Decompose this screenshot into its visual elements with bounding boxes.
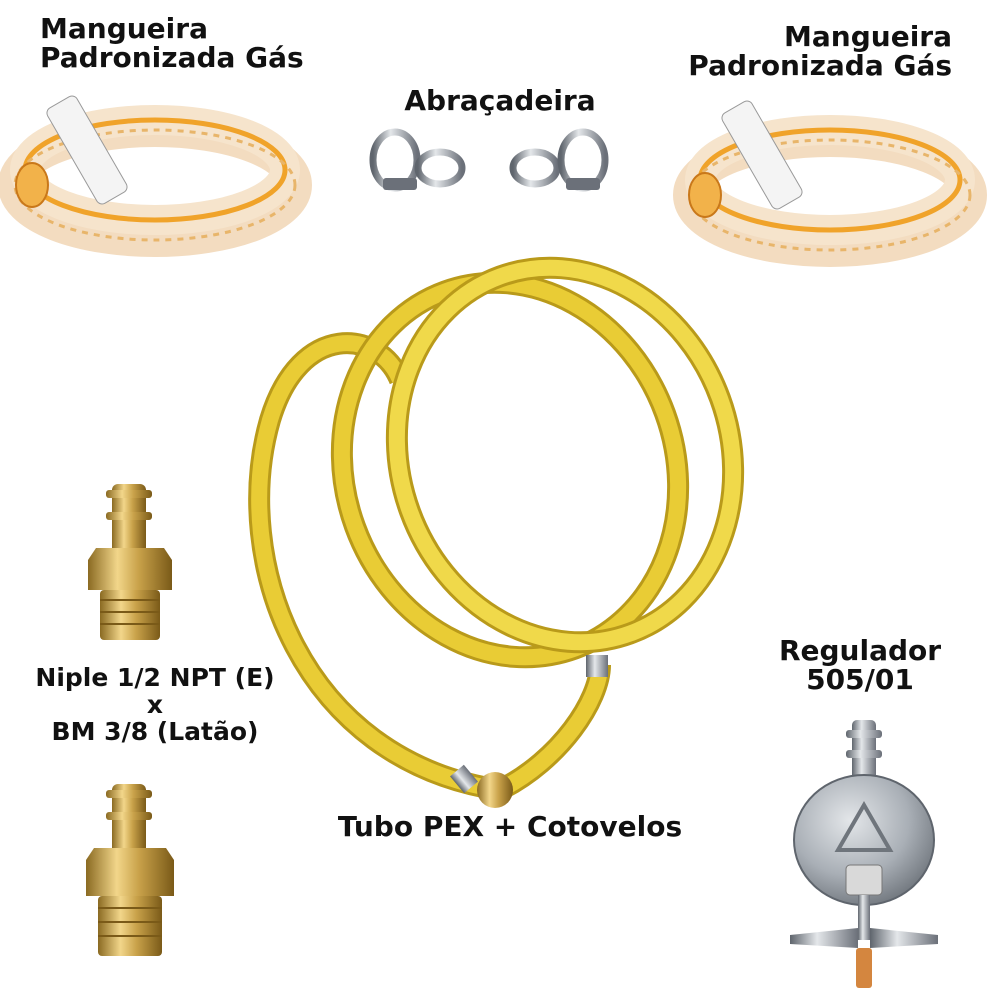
hose-left-label-line1: Mangueira [40, 12, 208, 45]
hose-right-label-line1: Mangueira [784, 20, 952, 53]
regulator-label-line1: Regulador [778, 634, 942, 667]
hose-left-label-line2: Padronizada Gás [40, 41, 304, 75]
hose-right-label-line2: Padronizada Gás [688, 49, 952, 83]
hose-left-label: Mangueira Padronizada Gás [40, 14, 304, 73]
hose-right-label: Mangueira Padronizada Gás [688, 22, 952, 81]
nipple-label-line1: Niple 1/2 NPT (E) [35, 663, 275, 692]
regulator-icon [790, 720, 938, 988]
pex-tube-icon [248, 256, 745, 808]
tube-label: Tubo PEX + Cotovelos [337, 810, 683, 843]
clamp-icon [509, 128, 609, 192]
clamp-icon [369, 128, 466, 192]
hose-icon [673, 100, 987, 267]
regulator-label: Regulador 505/01 [760, 636, 960, 695]
nipple-label-line2: x [146, 690, 164, 719]
regulator-label-line2: 505/01 [806, 663, 914, 697]
nipple-icon [86, 784, 174, 956]
nipple-label: Niple 1/2 NPT (E) x BM 3/8 (Latão) [20, 664, 290, 745]
nipple-label-line3: BM 3/8 (Latão) [51, 717, 259, 746]
hose-icon [0, 95, 312, 257]
nipple-icon [88, 484, 172, 640]
clamp-label: Abraçadeira [404, 84, 596, 117]
